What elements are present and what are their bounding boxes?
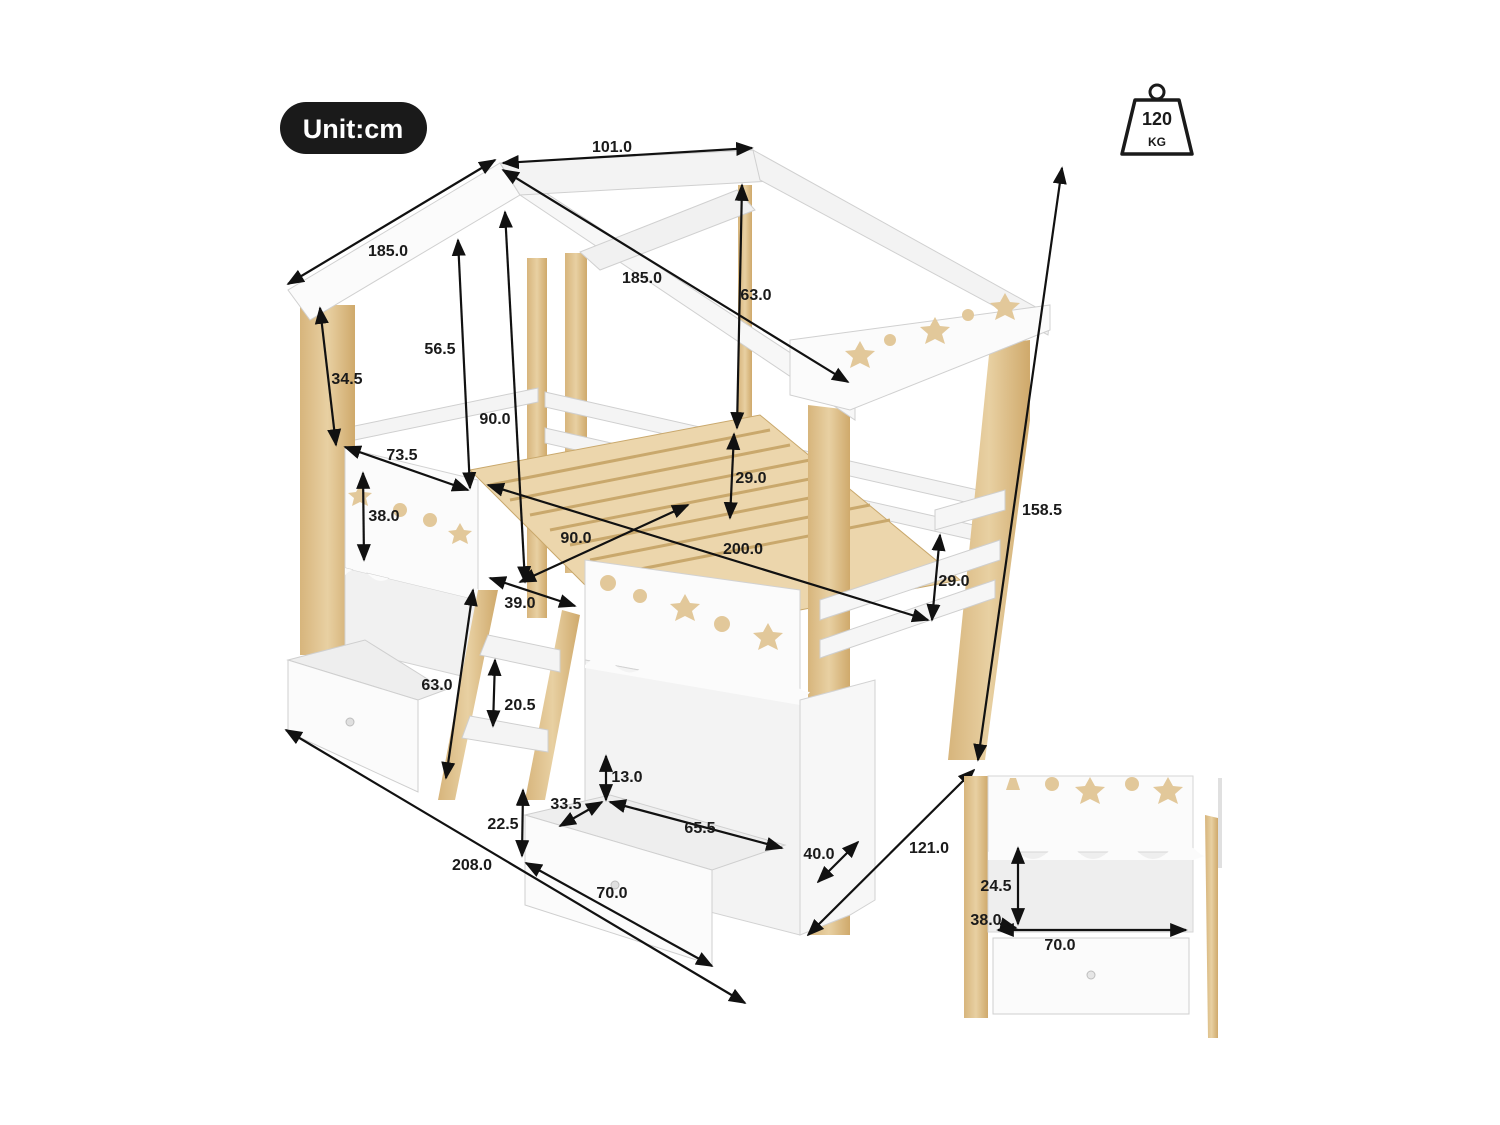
left-drawer-knob	[345, 717, 355, 727]
dim-drawer-width: 70.0	[596, 885, 627, 902]
dim-step-spacing: 20.5	[504, 697, 535, 714]
inset-wave-trim	[988, 845, 1205, 860]
dim-drawer-height-gap: 13.0	[611, 769, 642, 786]
dim-side-depth: 40.0	[803, 846, 834, 863]
inset-ladder-rail	[1205, 815, 1218, 1038]
weight-value: 120	[1142, 109, 1172, 129]
dim-roof-right-slope: 185.0	[622, 270, 662, 287]
inset-dim-cubby-height: 24.5	[980, 878, 1011, 895]
dim-ladder-width: 39.0	[504, 595, 535, 612]
dim-front-rail-width: 73.5	[386, 447, 417, 464]
dim-roof-peak-height: 63.0	[740, 287, 771, 304]
dim-total-height: 158.5	[1022, 502, 1062, 519]
unit-badge-label: Unit:cm	[303, 114, 404, 144]
side-cabinet-block	[799, 679, 876, 936]
dim-roof-left-slope: 185.0	[368, 243, 408, 260]
dim-total-depth: 121.0	[909, 840, 949, 857]
right-wave-trim	[585, 657, 810, 705]
dim-front-panel-height: 38.0	[368, 508, 399, 525]
inset-detail: 24.5 38.0 70.0	[964, 775, 1222, 1038]
weight-unit: KG	[1148, 135, 1166, 149]
dim-drawer-height: 22.5	[487, 816, 518, 833]
dim-guard-rail-back: 29.0	[735, 470, 766, 487]
dimension-arrows	[284, 141, 1067, 1004]
dim-bed-length: 200.0	[723, 541, 763, 558]
ladder-step-middle	[461, 715, 549, 753]
inset-rail-edge	[1218, 778, 1222, 868]
unit-badge: Unit:cm	[280, 102, 427, 154]
inset-arrows	[996, 846, 1188, 938]
dim-guard-rail-front: 29.0	[938, 573, 969, 590]
inset-dim-cubby-depth: 38.0	[970, 912, 1001, 929]
dim-drawer-inner-depth: 33.5	[550, 796, 581, 813]
roof-back-slope	[579, 189, 756, 271]
inset-left-post	[964, 776, 988, 1018]
dim-roof-post-height: 56.5	[424, 341, 455, 358]
dim-bed-width: 90.0	[560, 530, 591, 547]
back-left-post	[527, 258, 547, 618]
inset-dim-drawer-width: 70.0	[1044, 937, 1075, 954]
dimension-labels: 101.0 185.0 185.0 63.0 56.5 34.5 90.0 73…	[331, 139, 1062, 902]
dim-front-post-upper: 34.5	[331, 371, 362, 388]
unit-badge-bg	[280, 102, 427, 154]
dim-drawer-inner-width: 65.5	[684, 820, 715, 837]
roof-left-board	[287, 162, 521, 321]
dim-inner-height: 90.0	[479, 411, 510, 428]
weight-icon: 120 KG	[1120, 83, 1194, 156]
dim-roof-top-width: 101.0	[592, 139, 632, 156]
inset-star-cutouts	[1006, 777, 1183, 804]
dim-total-length: 208.0	[452, 857, 492, 874]
inset-drawer-knob	[1086, 970, 1096, 980]
dim-ladder-height: 63.0	[421, 677, 452, 694]
ladder-step-top	[479, 634, 561, 673]
